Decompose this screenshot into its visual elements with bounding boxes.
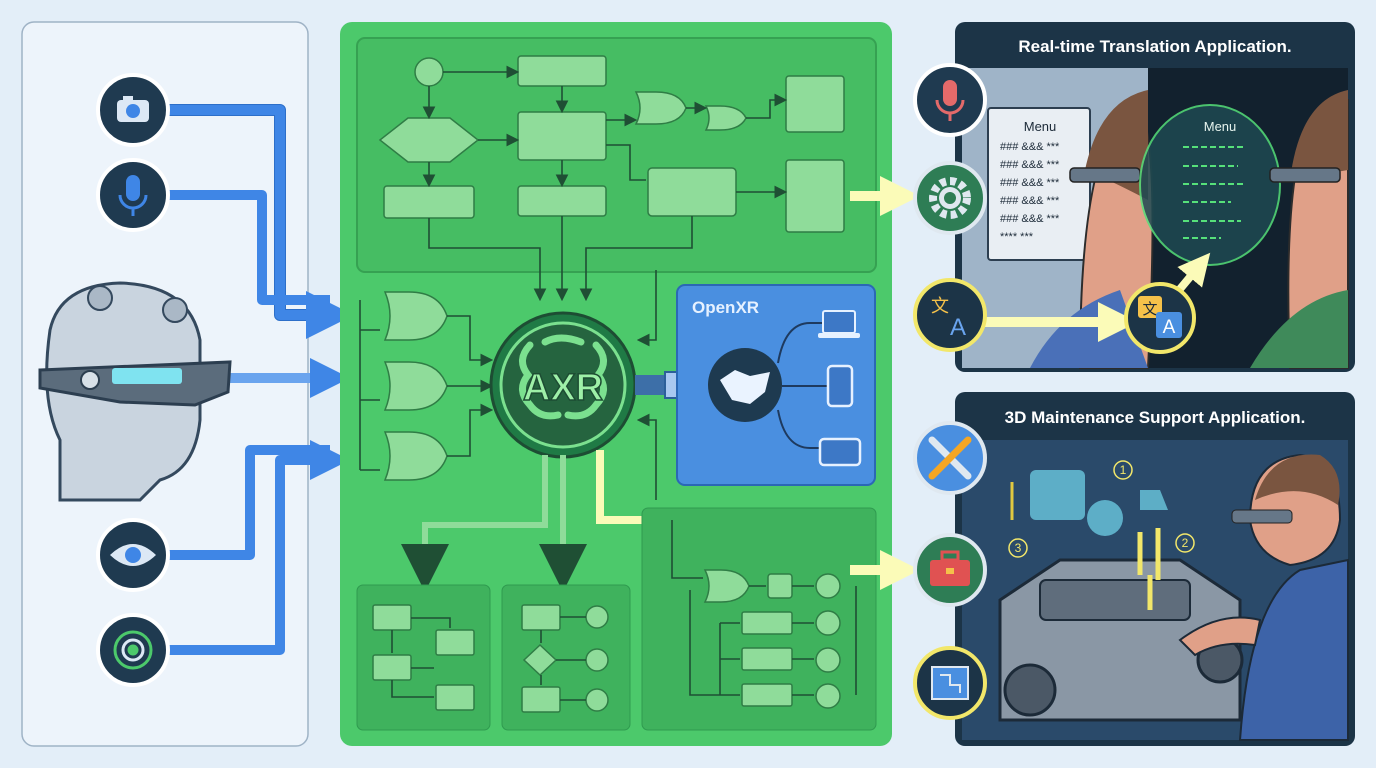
svg-text:3: 3 [1015,541,1022,555]
svg-text:### &&& ***: ### &&& *** [1000,141,1060,153]
translated-menu-title: Menu [1204,119,1237,134]
svg-text:### &&& ***: ### &&& *** [1000,159,1060,171]
holographic-parts [1030,470,1168,536]
bottom-flow-block-1 [356,584,491,731]
spatial-sensor [96,613,170,687]
maintenance-app-title: 3D Maintenance Support Application. [1005,408,1306,427]
assembly-arrows [1137,528,1161,610]
svg-text:### &&& ***: ### &&& *** [1000,195,1060,207]
input-panel [21,21,354,747]
svg-text:1: 1 [1120,463,1127,477]
eye-tracking-sensor [96,518,170,592]
flowchart-top [378,55,845,302]
gear-icon [929,177,971,219]
tablet-icon [818,437,862,467]
translation-app-panel: Real-time Translation Application. Menu … [955,22,1355,372]
spatial-sensor-icon [113,630,153,670]
logic-flow-block [356,37,877,273]
translate-output: 文A [913,278,987,352]
svg-text:### &&& ***: ### &&& *** [1000,213,1060,225]
ar-glasses [1069,167,1141,183]
axr-label: AXR [523,367,603,409]
svg-text:A: A [950,314,966,341]
camera-sensor [96,73,170,147]
bottom-flow-block-2 [501,584,631,731]
toolbox-output [913,533,987,607]
svg-text:2: 2 [1182,536,1189,550]
brain-icon [519,334,607,420]
connector [635,375,665,395]
translate-result-icon: 文 A [1124,282,1196,354]
input-arrows [165,104,354,655]
tools-icon [928,436,972,480]
toolbox-icon [930,550,970,586]
svg-text:文: 文 [1142,301,1157,318]
bottom-flow-block-3 [641,507,877,731]
menu-card [987,107,1091,261]
microphone-sensor [96,158,170,232]
svg-text:文: 文 [931,296,949,316]
eye-icon [110,544,156,566]
phone-icon [826,364,854,408]
user-head-with-ar-glasses [38,281,232,502]
settings-output [913,161,987,235]
translation-app-title: Real-time Translation Application. [1018,37,1291,56]
camera-icon [117,96,149,122]
technician [1178,453,1349,741]
translate-icon: 文A [931,296,966,341]
input-logic-gates [359,291,494,481]
handshake-icon [720,370,770,404]
translated-lines [1183,146,1245,239]
output-icons: 文A [913,63,987,720]
engine-illustration [998,558,1244,722]
tools-output [913,421,987,495]
openxr-panel: OpenXR [676,284,876,486]
blueprint-icon [931,666,969,700]
svg-text:**** ***: **** *** [1000,231,1034,243]
maintenance-app-panel: 3D Maintenance Support Application. 1 2 … [955,392,1355,746]
menu-title: Menu [1024,119,1057,134]
openxr-label: OpenXR [692,298,759,317]
axr-core: AXR [489,311,637,459]
blueprint-output [913,646,987,720]
step-markers: 1 2 3 [1008,460,1195,558]
menu-lines: ### &&& *** ### &&& *** ### &&& *** ### … [1000,141,1060,243]
axr-processing-panel: AXR OpenXR [340,22,920,746]
microphone-icon [935,80,965,121]
voice-output [913,63,987,137]
svg-text:A: A [1163,317,1176,338]
svg-text:### &&& ***: ### &&& *** [1000,177,1060,189]
microphone-icon [118,175,148,216]
laptop-icon [818,310,860,338]
